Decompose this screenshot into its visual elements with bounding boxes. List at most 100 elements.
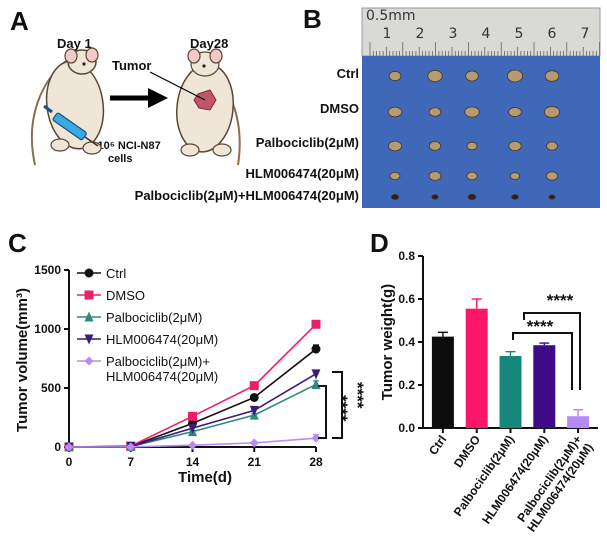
row-label-palbo: Palbociclib(2μM) (256, 135, 359, 150)
tumor-sample (511, 194, 519, 200)
c-legend-label: Palbociclib(2μM)+HLM006474(20μM) (106, 354, 218, 384)
ruler-number: 6 (548, 26, 557, 42)
c-significance: **** **** (318, 371, 367, 439)
c-legend-label: Palbociclib(2μM) (106, 310, 202, 325)
d-y-tick-label: 0.2 (398, 378, 415, 392)
c-legend-marker (84, 268, 94, 278)
ruler-caption: 0.5mm (366, 8, 416, 24)
ruler-number: 7 (581, 26, 590, 42)
panel-b-label: B (303, 4, 322, 34)
day1-label: Day 1 (57, 36, 92, 51)
c-sig-bracket-inner (318, 385, 327, 439)
tumor-sample (428, 107, 442, 117)
c-data-point (249, 405, 259, 416)
panel-c: C Tumor volume(mm³) Time(d) 050010001500… (8, 228, 367, 486)
tumor-sample (388, 140, 402, 152)
c-data-point (311, 344, 321, 354)
c-sig-stars-outer: **** (348, 382, 367, 409)
tumor-sample (546, 141, 558, 151)
tumor-sample (466, 141, 478, 151)
mouse-day1-icon (31, 47, 105, 166)
c-legend-marker (84, 290, 94, 300)
panel-a: A Day 1 Day28 Tumor 1×10⁶ NCI-N87 cells (10, 6, 241, 166)
d-bar (465, 308, 488, 428)
d-bar (499, 355, 522, 428)
tumor-sample (388, 70, 402, 82)
cells-label-line2: cells (108, 153, 132, 165)
tumor-sample (464, 106, 480, 118)
tumor-sample (508, 107, 522, 117)
c-series (64, 319, 321, 453)
c-x-tick-label: 21 (248, 455, 262, 469)
d-x-tick-label: Palbociclib(2μM) (451, 433, 517, 519)
panel-c-label: C (8, 228, 27, 258)
tumor-sample (427, 69, 443, 83)
tumor-sample (465, 70, 479, 82)
tumor-sample (543, 106, 561, 118)
ruler-ticks (369, 42, 600, 56)
mouse-day28-icon (149, 48, 241, 166)
tumor-samples (387, 69, 561, 201)
c-data-point (311, 433, 321, 443)
c-y-tick-label: 1500 (34, 263, 61, 277)
tumor-sample (390, 194, 400, 200)
d-y-tick-label: 0.0 (398, 421, 415, 435)
c-y-tick-label: 0 (54, 440, 61, 454)
c-data-point (311, 378, 321, 389)
row-label-combo: Palbociclib(2μM)+HLM006474(20μM) (135, 188, 359, 203)
c-data-point (249, 392, 259, 402)
c-y-axis-label: Tumor volume(mm³) (14, 288, 31, 432)
tumor-sample (508, 140, 522, 152)
c-legend-marker (84, 311, 94, 322)
tumor-sample (467, 193, 477, 201)
tumor-sample (428, 141, 442, 151)
cells-label-line1: 1×10⁶ NCI-N87 (85, 140, 161, 152)
panel-a-label: A (10, 6, 29, 36)
ruler-number: 2 (416, 26, 425, 42)
tumor-sample (548, 194, 556, 200)
c-legend-label: HLM006474(20μM) (106, 332, 218, 347)
d-x-tick-label: Ctrl (426, 433, 449, 458)
tumor-sample (428, 171, 442, 181)
c-x-tick-label: 7 (127, 455, 134, 469)
tumor-sample (509, 172, 521, 180)
tumor-label: Tumor (112, 58, 151, 73)
tumor-plate (362, 56, 600, 208)
c-sig-stars-inner: **** (332, 395, 351, 422)
c-sig-bracket-outer (332, 371, 343, 439)
d-sig-stars-lower: **** (527, 317, 554, 336)
d-sig-bracket-lower (512, 332, 573, 390)
ruler-number: 4 (482, 26, 491, 42)
c-x-axis-label: Time(d) (178, 469, 232, 486)
c-data-point (311, 319, 321, 329)
c-legend-marker (84, 356, 94, 366)
c-legend: CtrlDMSOPalbociclib(2μM)HLM006474(20μM)P… (77, 266, 218, 384)
c-legend-marker (84, 334, 94, 345)
c-data-point (249, 381, 259, 391)
ruler-number: 5 (515, 26, 524, 42)
tumor-sample (387, 106, 403, 118)
c-legend-label: Ctrl (106, 266, 126, 281)
d-sig-bracket-upper (523, 312, 581, 390)
d-bar (533, 345, 556, 428)
day28-label: Day28 (190, 36, 228, 51)
d-x-tick-label: DMSO (451, 433, 483, 471)
d-sig-stars-upper: **** (547, 291, 574, 310)
c-data-point (126, 442, 136, 452)
c-data-point (64, 442, 74, 452)
c-x-tick-label: 0 (66, 455, 73, 469)
c-x-tick-label: 28 (309, 455, 323, 469)
tumor-sample (545, 171, 559, 181)
arrow-right-icon (110, 88, 168, 108)
d-bar (431, 336, 454, 428)
c-data-point (188, 440, 197, 450)
d-significance: **** **** (512, 291, 581, 390)
ruler-number: 3 (449, 26, 458, 42)
tumor-sample (544, 70, 560, 82)
d-y-tick-label: 0.8 (398, 249, 415, 263)
